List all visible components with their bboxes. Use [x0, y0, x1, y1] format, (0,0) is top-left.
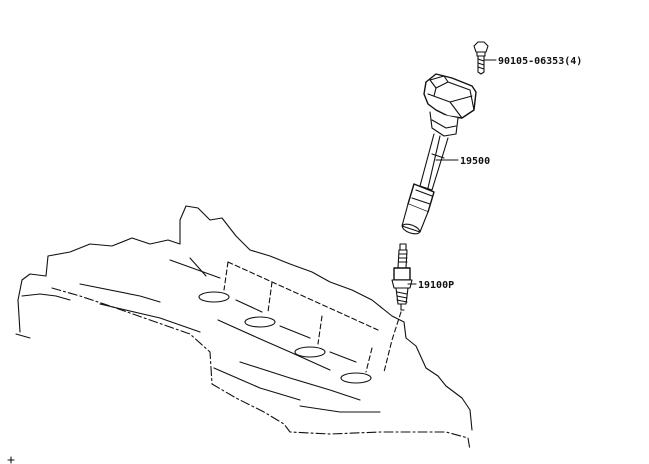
coil-part-number: 19500 — [460, 156, 490, 167]
cylinder-head — [7, 205, 473, 464]
plug-part-number: 19100P — [418, 280, 454, 291]
bolt-part-number: 90105-06353(4) — [498, 56, 582, 67]
spark-plug-19100P — [383, 243, 413, 373]
bolt-90105-06353 — [473, 41, 489, 75]
ignition-coil-19500 — [401, 73, 477, 235]
